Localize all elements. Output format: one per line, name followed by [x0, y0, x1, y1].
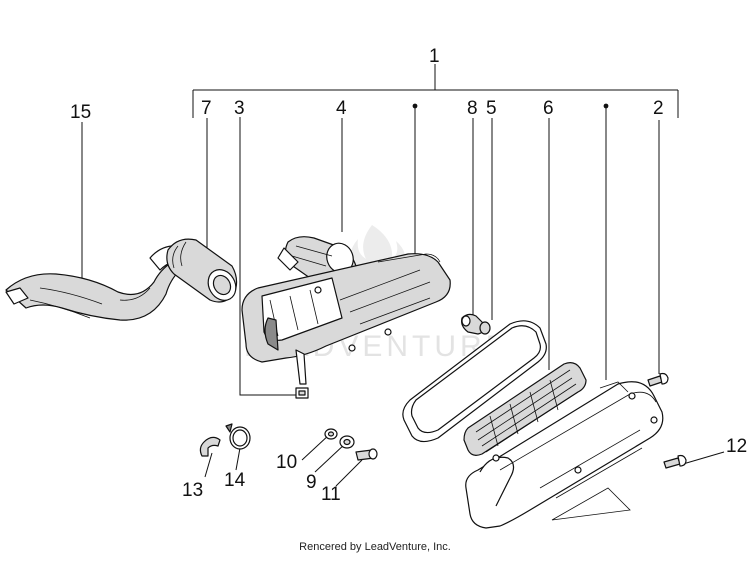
- callout-7: 7: [201, 98, 212, 119]
- part-11-bolt: [355, 448, 378, 461]
- bullet-dot: [412, 103, 418, 109]
- part-8-plug: [461, 313, 485, 335]
- bullet-dot: [603, 103, 609, 109]
- part-2-cover: [465, 381, 664, 529]
- callout-9: 9: [306, 472, 317, 493]
- callout-3: 3: [234, 98, 245, 119]
- callout-11: 11: [321, 484, 341, 505]
- render-credit: Rencered by LeadVenture, Inc.: [299, 541, 451, 553]
- callout-14: 14: [224, 470, 246, 491]
- callout-10: 10: [276, 452, 297, 473]
- callout-13: 13: [182, 480, 203, 501]
- part-5-small-plug: [479, 321, 491, 335]
- part-12-screw: [663, 454, 687, 469]
- part-3-airbox-housing: [241, 253, 451, 385]
- group-bracket: [192, 64, 679, 118]
- callout-6: 6: [543, 98, 554, 119]
- callout-4: 4: [336, 98, 347, 119]
- callout-numbers: 1 2 3 4 5 6 7 8 9 10 11 12 13 14 15: [70, 46, 747, 505]
- part-10-washer: [324, 428, 338, 440]
- leader-lines: [81, 108, 725, 487]
- screw-2: [647, 372, 669, 387]
- callout-1: 1: [429, 46, 440, 67]
- callout-8: 8: [467, 98, 478, 119]
- callout-12: 12: [726, 436, 747, 457]
- callout-5: 5: [486, 98, 497, 119]
- part-6-filter-element: [463, 362, 587, 456]
- part-7-connector-tube: [166, 238, 238, 303]
- filter-seal: [402, 320, 547, 443]
- part-15-intake-hose: [5, 245, 185, 321]
- part-13-clip: [199, 436, 221, 457]
- part-14-clamp: [225, 423, 251, 450]
- callout-15: 15: [70, 102, 91, 123]
- clip-nut: [295, 387, 309, 399]
- part-9-washer: [339, 435, 355, 449]
- callout-2: 2: [653, 98, 664, 119]
